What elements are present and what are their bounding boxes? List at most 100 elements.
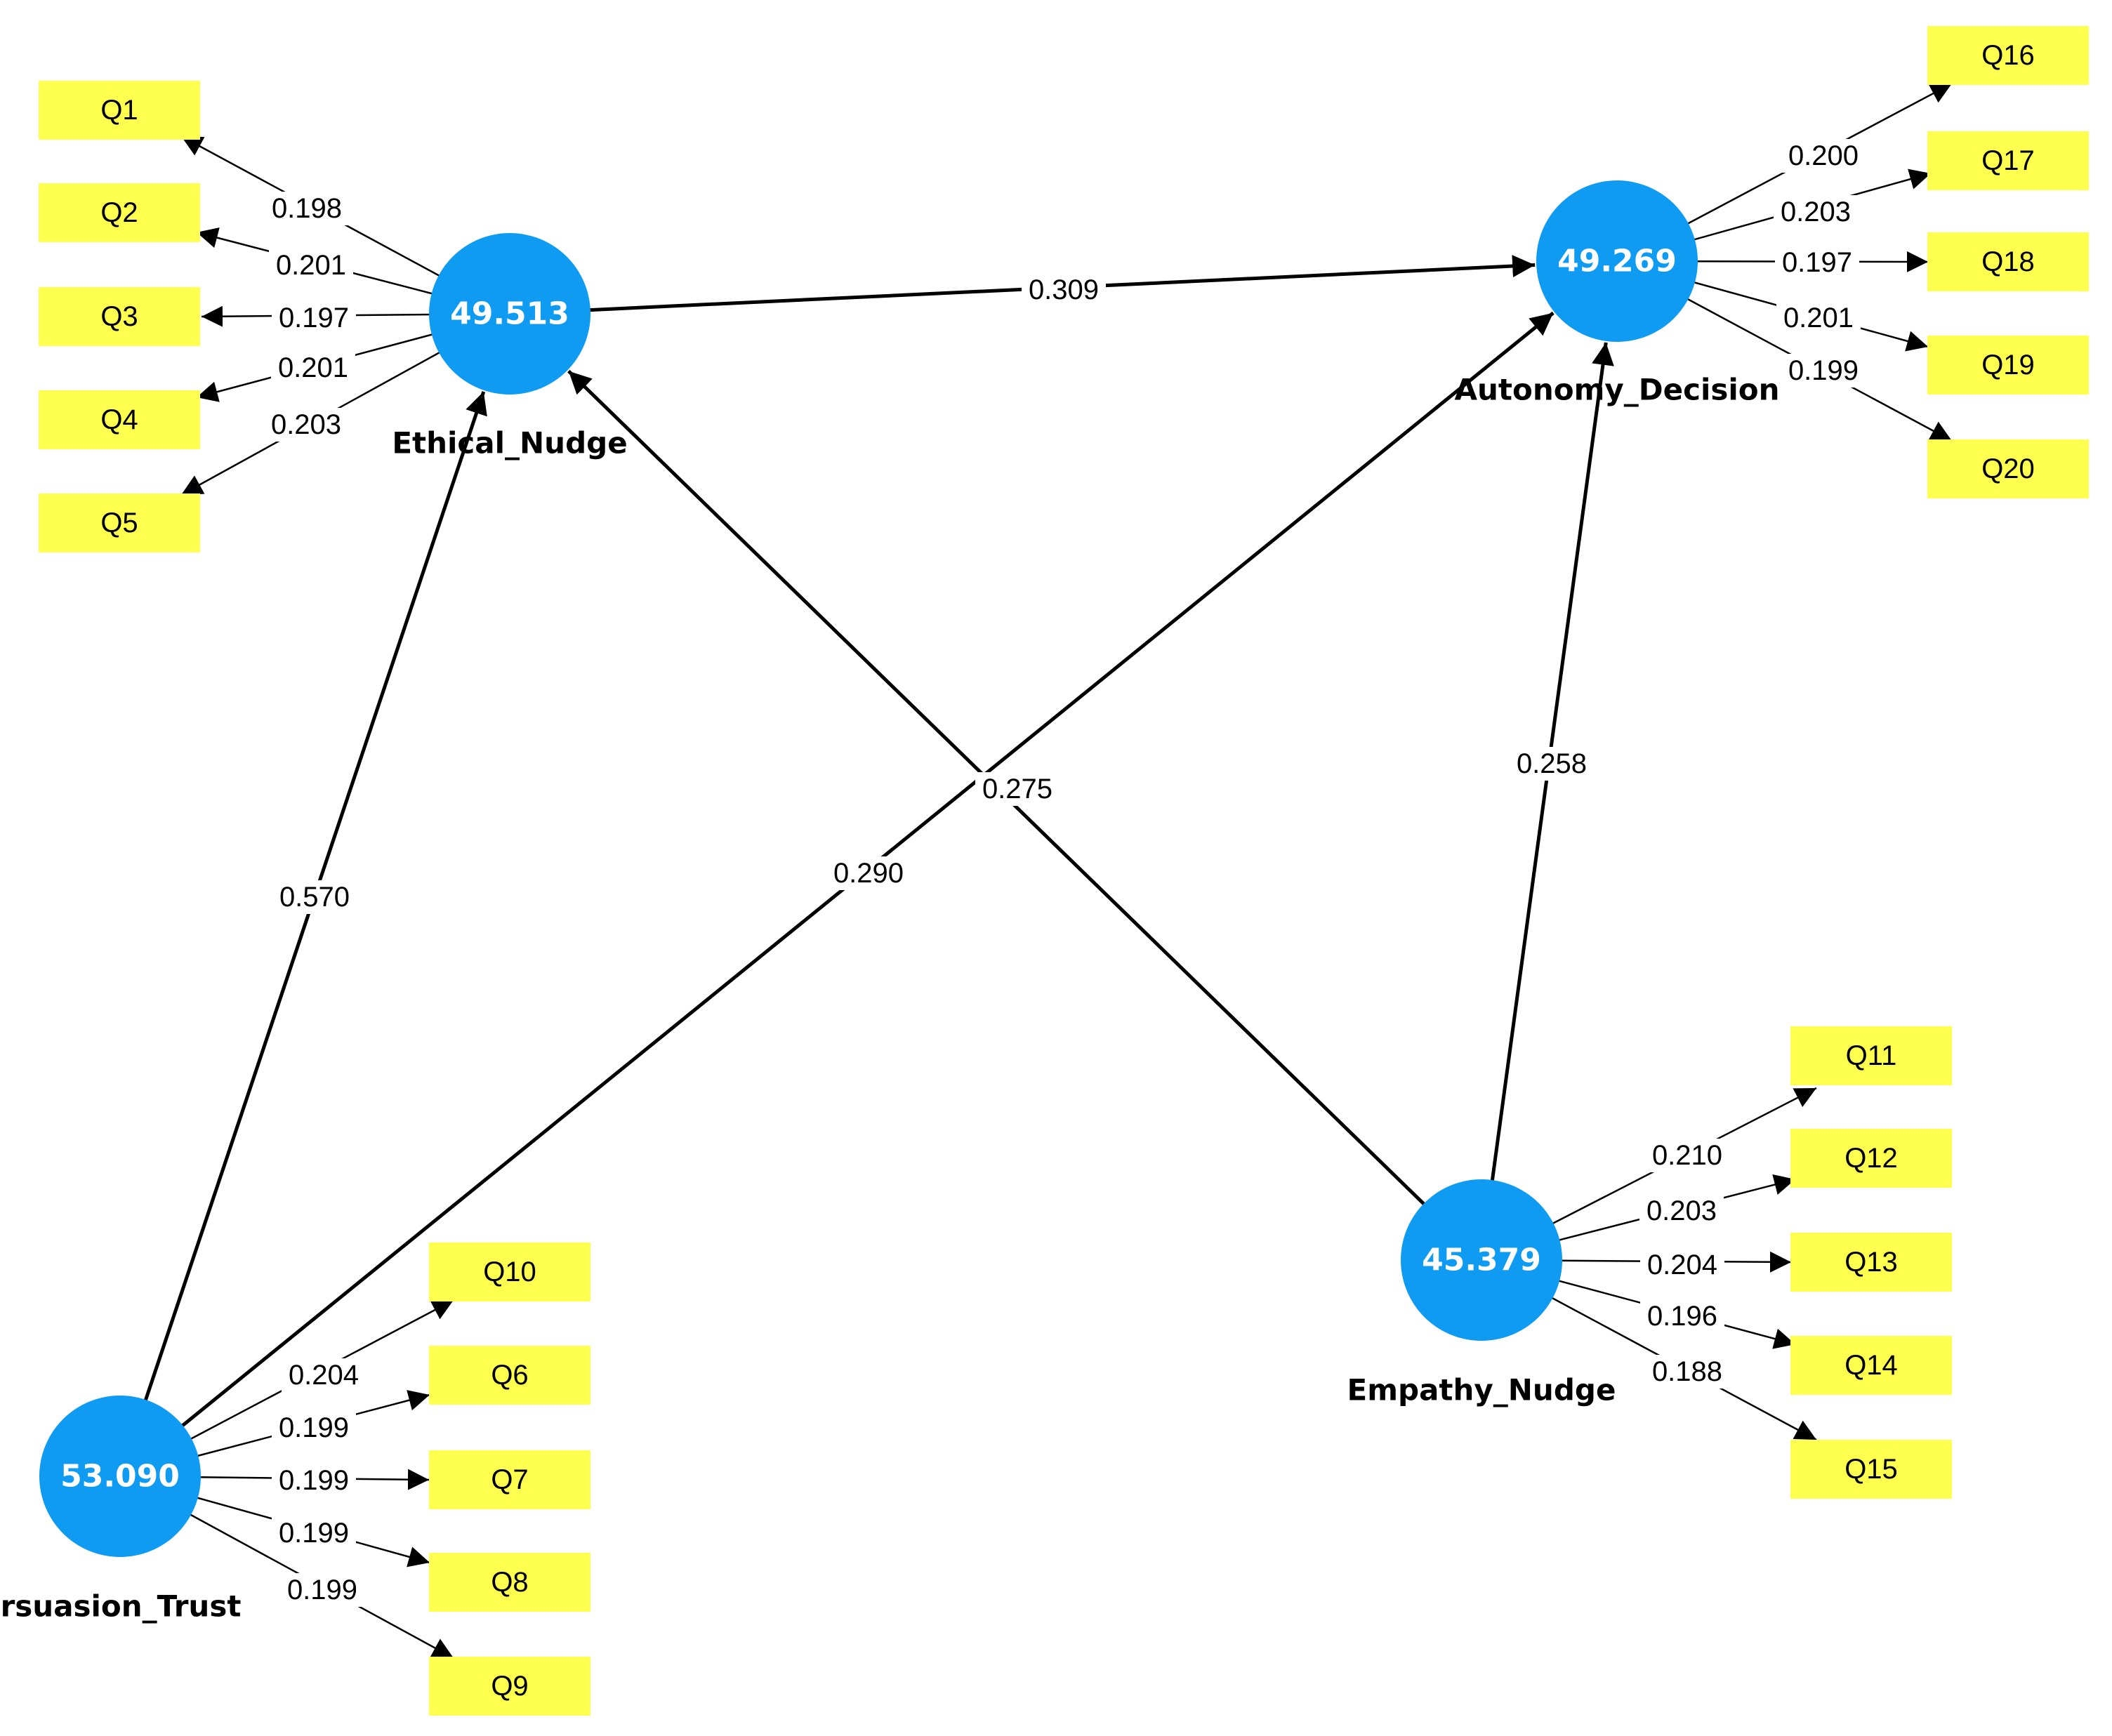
indicator-q12[interactable]: Q12 (1790, 1129, 1952, 1188)
loading-label-q6: 0.199 (272, 1411, 356, 1445)
path-coefficient-em-en-bg (975, 772, 1060, 806)
indicator-q19[interactable]: Q19 (1927, 336, 2089, 395)
loading-label-q17-bg (1774, 195, 1858, 229)
path-coefficient-em-ad: 0.258 (1510, 747, 1594, 781)
indicator-label: Q5 (100, 508, 138, 538)
indicator-box[interactable] (39, 493, 200, 552)
construct-value: 53.090 (60, 1459, 180, 1495)
construct-name: Ethical_Nudge (392, 426, 627, 460)
indicator-label: Q4 (100, 404, 138, 435)
loading-label-q5: 0.203 (264, 408, 348, 442)
indicator-q15[interactable]: Q15 (1790, 1440, 1952, 1499)
path-coefficient-en-ad-bg (1022, 273, 1106, 307)
indicator-label: Q16 (1981, 40, 2035, 71)
construct-name: Empathy_Nudge (1347, 1373, 1616, 1407)
indicator-q6[interactable]: Q6 (429, 1346, 590, 1405)
construct-circle[interactable] (1536, 180, 1698, 342)
indicator-q16[interactable]: Q16 (1927, 26, 2089, 85)
indicator-q2[interactable]: Q2 (39, 183, 200, 242)
loading-label-q19-bg (1776, 301, 1861, 335)
loading-label-q3-bg (272, 301, 356, 335)
loading-label-q18: 0.197 (1775, 246, 1859, 279)
loading-label-q17-text: 0.203 (1781, 197, 1851, 227)
indicator-q8[interactable]: Q8 (429, 1553, 590, 1612)
indicator-q3[interactable]: Q3 (39, 287, 200, 346)
loading-label-q9: 0.199 (280, 1573, 364, 1607)
indicator-q4[interactable]: Q4 (39, 390, 200, 449)
indicator-box[interactable] (1927, 26, 2089, 85)
loading-label-q8: 0.199 (272, 1516, 356, 1550)
loading-label-q13-text: 0.204 (1647, 1250, 1717, 1280)
construct-circle[interactable] (39, 1396, 201, 1557)
indicator-q1[interactable]: Q1 (39, 81, 200, 140)
loading-label-q15-bg (1645, 1355, 1729, 1389)
loading-label-q12-bg (1639, 1194, 1724, 1228)
indicator-q14[interactable]: Q14 (1790, 1336, 1952, 1395)
indicator-box[interactable] (1790, 1440, 1952, 1499)
construct-circle[interactable] (429, 233, 590, 395)
indicator-box[interactable] (429, 1346, 590, 1405)
loading-label-q5-text: 0.203 (271, 409, 341, 440)
indicator-box[interactable] (39, 81, 200, 140)
loading-label-q10: 0.204 (282, 1358, 366, 1392)
loading-label-q11-bg (1645, 1139, 1729, 1172)
construct-name: rsuasion_Trust (1, 1589, 242, 1624)
indicator-box[interactable] (1790, 1336, 1952, 1395)
indicator-label: Q2 (100, 197, 138, 228)
loading-label-q2: 0.201 (269, 249, 353, 282)
indicator-box[interactable] (1927, 131, 2089, 190)
indicator-q7[interactable]: Q7 (429, 1450, 590, 1509)
loading-label-q15-text: 0.188 (1652, 1356, 1722, 1387)
indicator-q10[interactable]: Q10 (429, 1243, 590, 1301)
construct-rsuasion-trust[interactable]: 53.090 rsuasion_Trust (1, 1396, 242, 1624)
indicator-label: Q10 (483, 1257, 536, 1287)
loading-label-q15: 0.188 (1645, 1355, 1729, 1389)
loading-label-q4-text: 0.201 (278, 352, 348, 383)
loading-label-q14-text: 0.196 (1647, 1301, 1717, 1332)
indicator-q13[interactable]: Q13 (1790, 1233, 1952, 1292)
loading-label-q10-text: 0.204 (289, 1360, 359, 1391)
indicator-q11[interactable]: Q11 (1790, 1026, 1952, 1085)
indicator-box[interactable] (39, 183, 200, 242)
loading-label-q11: 0.210 (1645, 1139, 1729, 1172)
path-coefficient-pt-en: 0.570 (272, 880, 357, 914)
construct-circle[interactable] (1401, 1179, 1562, 1341)
indicator-box[interactable] (429, 1243, 590, 1301)
path-coefficient-em-en: 0.275 (975, 772, 1060, 806)
indicator-box[interactable] (39, 287, 200, 346)
indicator-q17[interactable]: Q17 (1927, 131, 2089, 190)
indicator-q9[interactable]: Q9 (429, 1657, 590, 1716)
indicator-label: Q13 (1844, 1247, 1898, 1278)
indicator-q20[interactable]: Q20 (1927, 439, 2089, 498)
indicator-box[interactable] (429, 1450, 590, 1509)
indicator-box[interactable] (1927, 336, 2089, 395)
indicator-box[interactable] (39, 390, 200, 449)
indicator-box[interactable] (1927, 439, 2089, 498)
loading-label-q8-bg (272, 1516, 356, 1550)
loading-label-q16-text: 0.200 (1788, 140, 1859, 171)
loading-label-q4: 0.201 (271, 351, 355, 385)
indicator-box[interactable] (1927, 232, 2089, 291)
indicator-q18[interactable]: Q18 (1927, 232, 2089, 291)
loading-label-q19: 0.201 (1776, 301, 1861, 335)
loading-label-q6-text: 0.199 (279, 1412, 349, 1443)
indicator-label: Q3 (100, 301, 138, 332)
path-coefficient-pt-en-text: 0.570 (279, 882, 350, 913)
indicator-box[interactable] (429, 1553, 590, 1612)
indicator-box[interactable] (1790, 1026, 1952, 1085)
path-coefficient-en-ad-text: 0.309 (1029, 274, 1099, 305)
path-coefficient-en-ad: 0.309 (1022, 273, 1106, 307)
loading-label-q14-bg (1640, 1299, 1724, 1333)
path-coefficient-em-ad-text: 0.258 (1517, 748, 1587, 779)
loading-label-q3-text: 0.197 (279, 303, 349, 333)
loading-label-q1-bg (265, 192, 349, 225)
indicator-box[interactable] (429, 1657, 590, 1716)
indicator-box[interactable] (1790, 1233, 1952, 1292)
indicator-box[interactable] (1790, 1129, 1952, 1188)
loading-label-q12: 0.203 (1639, 1194, 1724, 1228)
indicator-q5[interactable]: Q5 (39, 493, 200, 552)
